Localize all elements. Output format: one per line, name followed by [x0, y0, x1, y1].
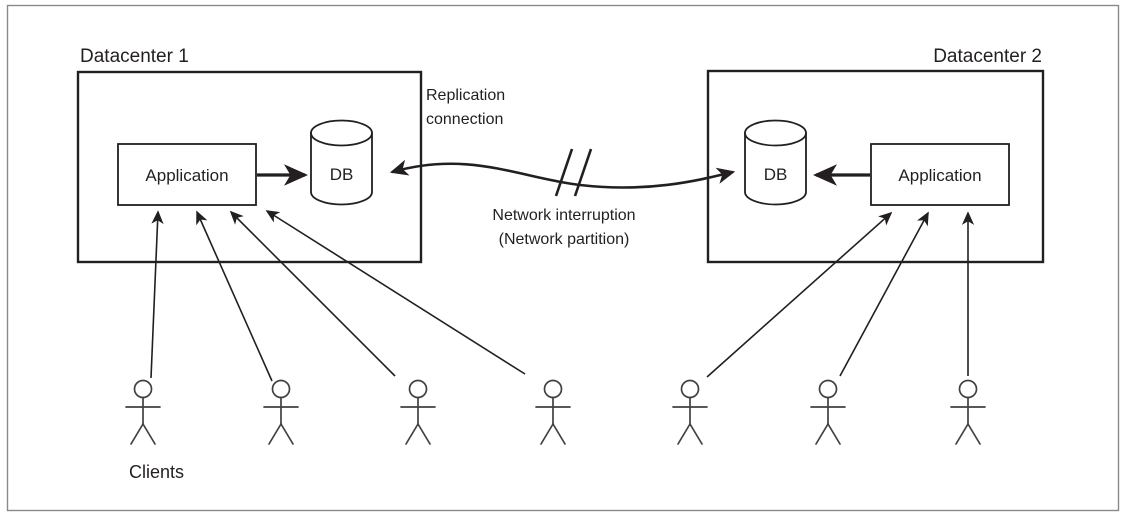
client-figure-5 — [672, 379, 708, 445]
datacenter-1-title: Datacenter 1 — [80, 46, 189, 67]
client-figure-1 — [125, 379, 161, 445]
page-frame — [6, 4, 1120, 512]
replication-label-line1: Replication — [426, 87, 505, 104]
dc1-application-box — [117, 143, 257, 206]
network-interruption-label-line2: (Network partition) — [499, 231, 630, 248]
client-figure-7 — [950, 379, 986, 445]
network-break-slash-1 — [554, 148, 574, 197]
client-arrow-dc2-2 — [839, 211, 929, 377]
client-arrow-dc1-1 — [150, 210, 164, 379]
datacenter-2-title: Datacenter 2 — [933, 46, 1042, 67]
dc1-db-cylinder — [310, 119, 373, 206]
dc2-application-box — [870, 143, 1010, 206]
dc1-db-label: DB — [330, 165, 354, 184]
dc2-db-label: DB — [764, 165, 788, 184]
dc2-db-cylinder — [744, 119, 807, 206]
client-arrow-dc1-3 — [229, 210, 396, 377]
client-arrow-dc2-1 — [706, 211, 893, 378]
network-break-slash-2 — [573, 148, 593, 197]
clients-label: Clients — [129, 462, 184, 482]
dc1-application-label: Application — [145, 166, 228, 185]
client-arrow-dc1-4 — [265, 210, 526, 375]
client-figure-3 — [400, 379, 436, 445]
client-arrow-dc1-2 — [196, 210, 273, 382]
client-figure-6 — [810, 379, 846, 445]
dc2-application-label: Application — [898, 166, 981, 185]
client-figure-2 — [263, 379, 299, 445]
replication-label-line2: connection — [426, 111, 503, 128]
client-figure-4 — [535, 379, 571, 445]
network-interruption-label-line1: Network interruption — [492, 207, 635, 224]
